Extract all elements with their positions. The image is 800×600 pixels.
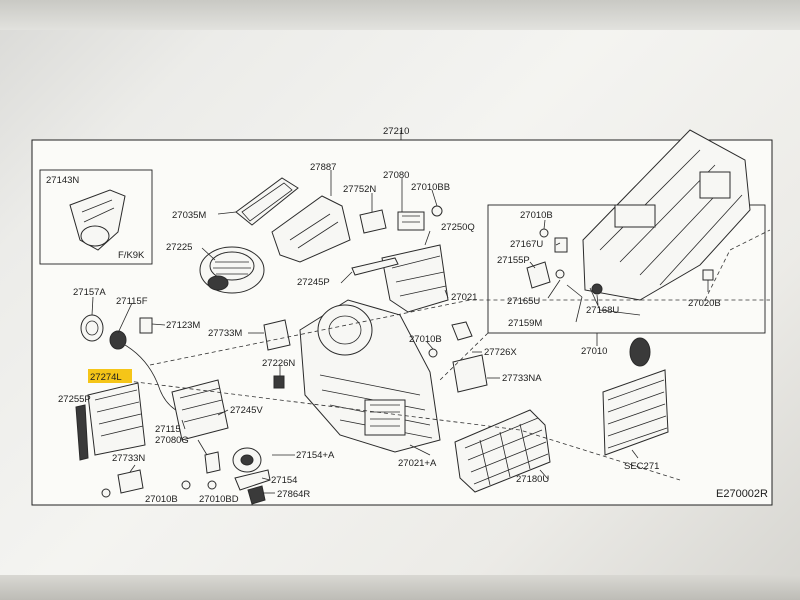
screw-27010BD bbox=[207, 480, 217, 490]
seal-27255P bbox=[75, 404, 89, 461]
seal-27245P bbox=[351, 257, 399, 276]
blower-motor-27225 bbox=[199, 246, 265, 294]
small-parts-27010 bbox=[526, 228, 714, 298]
heater-core-sec271 bbox=[602, 337, 669, 456]
label-27154: 27154 bbox=[271, 475, 297, 486]
label-27733N: 27733N bbox=[112, 453, 145, 464]
highlight-27274L bbox=[88, 369, 132, 383]
diagram-code: E270002R bbox=[716, 488, 768, 500]
label-27726X: 27726X bbox=[484, 347, 517, 358]
label-27159M: 27159M bbox=[508, 318, 542, 329]
label-27010: 27010 bbox=[581, 346, 607, 357]
leader-lines bbox=[91, 170, 709, 494]
clip-27123M bbox=[139, 317, 153, 334]
monitor-top-bezel bbox=[0, 0, 800, 30]
dashed-line-1 bbox=[149, 299, 770, 366]
filter-frame-27035M bbox=[235, 177, 299, 226]
label-27226N: 27226N bbox=[262, 358, 295, 369]
label-27887: 27887 bbox=[310, 162, 336, 173]
label-sec271: SEC271 bbox=[624, 461, 659, 472]
label-27157A: 27157A bbox=[73, 287, 106, 298]
label-27021: 27021 bbox=[451, 292, 477, 303]
label-27255P: 27255P bbox=[58, 394, 91, 405]
label-27080: 27080 bbox=[383, 170, 409, 181]
upper-duct-assembly bbox=[582, 129, 751, 316]
knob-27157A bbox=[80, 314, 104, 342]
label-27010B-top: 27010B bbox=[520, 210, 553, 221]
actuator-27080 bbox=[397, 211, 425, 231]
label-27864R: 27864R bbox=[277, 489, 310, 500]
lever-27080G bbox=[204, 451, 221, 474]
connector-27115F bbox=[109, 330, 127, 350]
label-27225: 27225 bbox=[166, 242, 192, 253]
label-27250Q: 27250Q bbox=[441, 222, 475, 233]
label-27168U: 27168U bbox=[586, 305, 619, 316]
label-27123M: 27123M bbox=[166, 320, 200, 331]
label-27733M: 27733M bbox=[208, 328, 242, 339]
grille-27180U bbox=[454, 409, 551, 493]
label-27010BB: 27010BB bbox=[411, 182, 450, 193]
label-27010B-bot: 27010B bbox=[145, 494, 178, 505]
intake-27021 bbox=[381, 244, 449, 313]
screw-27010B-mid bbox=[428, 348, 438, 358]
label-27080G: 27080G bbox=[155, 435, 189, 446]
label-27035M: 27035M bbox=[172, 210, 206, 221]
label-27115: 27115 bbox=[155, 424, 181, 435]
label-27210: 27210 bbox=[383, 126, 409, 137]
label-27010B-mid: 27010B bbox=[409, 334, 442, 345]
duct-fitting-27143N bbox=[69, 189, 126, 251]
sensor-27226N bbox=[273, 375, 285, 389]
label-27154A: 27154+A bbox=[296, 450, 335, 461]
evaporator-27115 bbox=[171, 379, 229, 441]
label-27733NA: 27733NA bbox=[502, 373, 542, 384]
label-fk9k: F/K9K bbox=[118, 250, 145, 261]
label-27274L: 27274L bbox=[90, 372, 122, 383]
bracket-27752N bbox=[359, 209, 387, 234]
screw-27010B-bot bbox=[101, 480, 191, 498]
dashed-line-2 bbox=[119, 379, 681, 481]
label-27143N: 27143N bbox=[46, 175, 79, 186]
label-27165U: 27165U bbox=[507, 296, 540, 307]
bracket-27733NA bbox=[452, 354, 488, 393]
heater-unit-main bbox=[299, 299, 441, 453]
clip-27733N bbox=[117, 469, 144, 494]
cabin-filter-27274L bbox=[87, 382, 146, 456]
case-27887 bbox=[271, 195, 351, 263]
label-27245P: 27245P bbox=[297, 277, 330, 288]
monitor-bottom-bezel bbox=[0, 575, 800, 600]
label-27180U: 27180U bbox=[516, 474, 549, 485]
bracket-27733M bbox=[263, 319, 291, 351]
sensor-27726X bbox=[451, 321, 473, 341]
screw-27010BB bbox=[431, 205, 443, 217]
label-27167U: 27167U bbox=[510, 239, 543, 250]
label-27021A: 27021+A bbox=[398, 458, 437, 469]
label-27115F: 27115F bbox=[116, 296, 148, 307]
label-27752N: 27752N bbox=[343, 184, 376, 195]
label-27010BD: 27010BD bbox=[199, 494, 239, 505]
dashed-line-4 bbox=[704, 229, 771, 301]
label-27155P: 27155P bbox=[497, 255, 530, 266]
label-27020B: 27020B bbox=[688, 298, 721, 309]
link-27864R bbox=[247, 485, 266, 505]
label-27245V: 27245V bbox=[230, 405, 263, 416]
